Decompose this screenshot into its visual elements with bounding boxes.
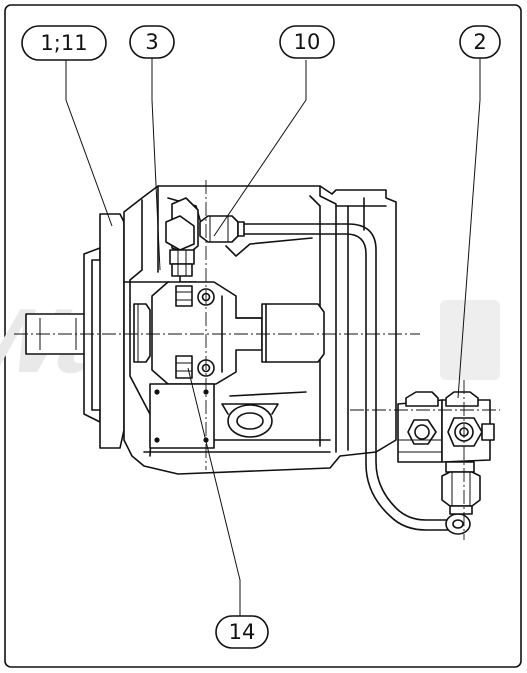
callout-label: 2	[473, 30, 486, 54]
callout-label: 3	[145, 30, 158, 54]
callout-label: 10	[294, 30, 321, 54]
callout-label: 14	[229, 620, 256, 644]
callout-1-11: 1;11	[21, 25, 107, 61]
callout-2: 2	[459, 25, 501, 59]
valve-assembly-right	[397, 391, 495, 515]
center-lines	[14, 180, 500, 540]
drawing-frame	[4, 4, 522, 668]
callout-3: 3	[129, 25, 175, 59]
callout-label: 1;11	[40, 31, 87, 55]
leader-lines	[65, 58, 481, 616]
callout-10: 10	[279, 25, 335, 59]
pipe-fitting-top	[165, 197, 245, 277]
callout-14: 14	[215, 615, 269, 649]
